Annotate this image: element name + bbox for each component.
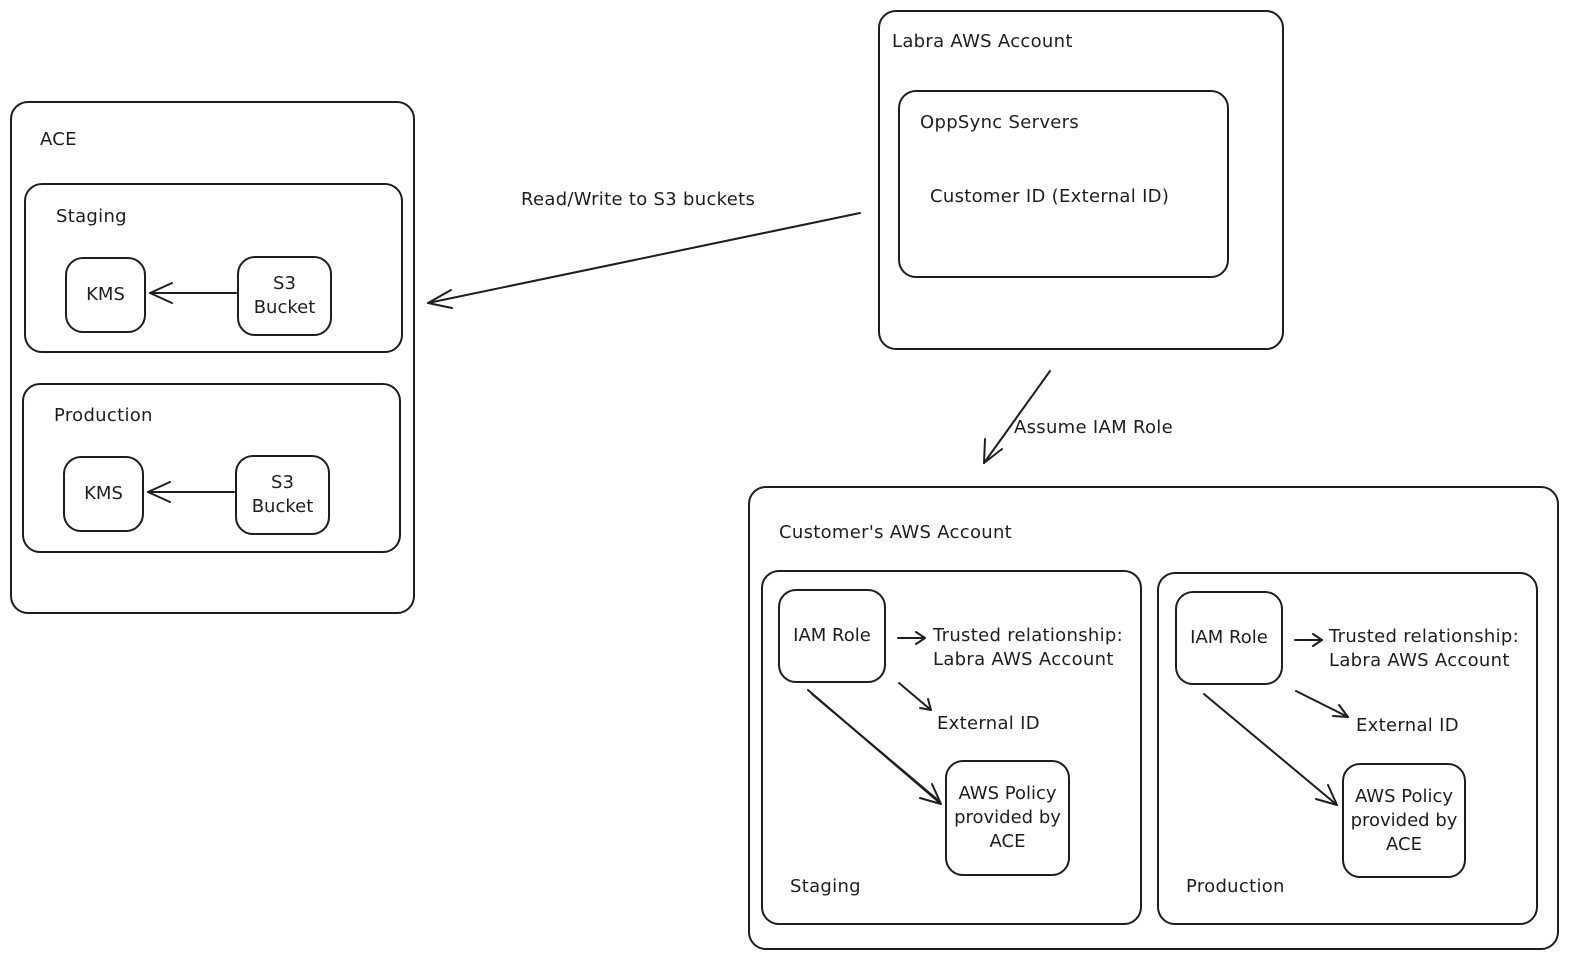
ace-staging-title: Staging [56,206,127,227]
customer-production-group [1157,572,1538,925]
labra-title: Labra AWS Account [892,31,1073,52]
production-trusted-relationship-label: Trusted relationship: Labra AWS Account [1329,626,1519,671]
read-write-s3-arrow [427,212,861,309]
ace-production-title: Production [54,405,153,426]
assume-iam-role-arrow [983,370,1051,464]
oppsync-servers-node [898,90,1229,278]
staging-iam-to-trusted-arrow [897,631,926,645]
production-iam-to-trusted-arrow [1294,633,1323,647]
production-external-id-label: External ID [1356,715,1459,736]
customer-id-label: Customer ID (External ID) [930,186,1170,207]
ace-staging-s3-bucket-node: S3 Bucket [237,256,332,336]
production-aws-policy-node: AWS Policy provided by ACE [1342,763,1466,878]
customer-title: Customer's AWS Account [779,522,1013,543]
labra-aws-account-group [878,10,1284,350]
staging-aws-policy-node: AWS Policy provided by ACE [945,760,1070,876]
customer-staging-group [761,570,1142,925]
assume-role-edge-label: Assume IAM Role [1014,417,1173,438]
production-iam-role-node: IAM Role [1175,591,1283,685]
ace-title: ACE [40,129,77,150]
ace-production-s3-to-kms-arrow [147,481,235,503]
staging-iam-to-policy-arrow [807,689,942,805]
ace-group [10,101,415,614]
ace-production-s3-bucket-node: S3 Bucket [235,455,330,535]
customer-production-footer: Production [1186,876,1285,897]
customer-staging-footer: Staging [790,876,861,897]
staging-trusted-relationship-label: Trusted relationship: Labra AWS Account [933,625,1123,670]
production-iam-to-external-id-arrow [1295,690,1349,718]
ace-staging-group [24,183,403,353]
oppsync-servers-title: OppSync Servers [920,112,1080,133]
staging-external-id-label: External ID [937,713,1040,734]
ace-staging-s3-to-kms-arrow [149,282,237,304]
ace-production-group [22,383,401,553]
staging-iam-to-external-id-arrow [898,682,932,711]
read-write-edge-label: Read/Write to S3 buckets [521,189,756,210]
ace-production-kms-node: KMS [63,456,144,532]
ace-staging-kms-node: KMS [65,257,146,333]
staging-iam-role-node: IAM Role [778,589,886,683]
customer-aws-account-group [748,486,1559,950]
production-iam-to-policy-arrow [1203,693,1338,806]
